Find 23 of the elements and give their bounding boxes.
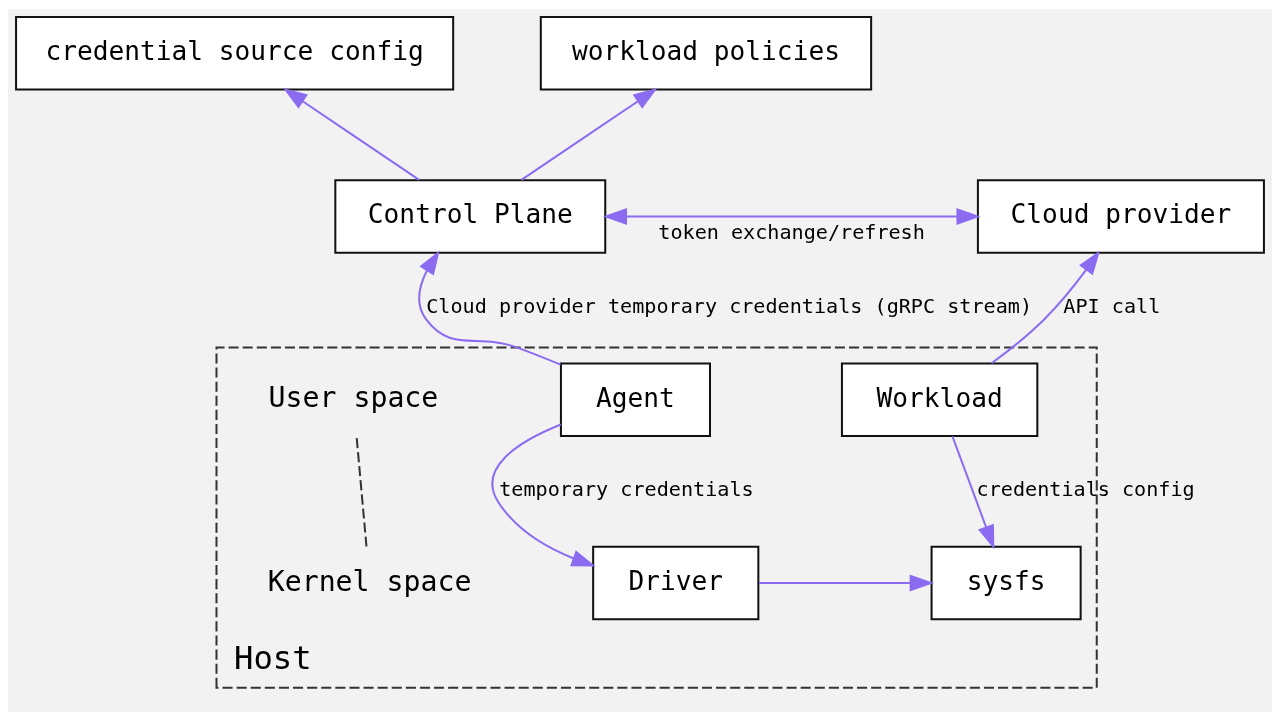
arrow	[951, 435, 995, 549]
node-box: Workload	[840, 362, 1039, 437]
node-box: Control Plane	[334, 178, 607, 254]
edge-label: temporary credentials	[499, 476, 754, 501]
arrow	[520, 87, 658, 181]
node-box: Agent	[559, 362, 711, 437]
label: Kernel space	[267, 564, 472, 598]
node-box: workload policies	[539, 15, 873, 91]
arrow	[990, 250, 1101, 364]
edge-label: API call	[1063, 293, 1161, 318]
node-box: Driver	[592, 545, 760, 620]
arrow	[491, 423, 596, 566]
arrow	[602, 207, 981, 225]
label: User space	[268, 380, 439, 414]
edge-label: token exchange/refresh	[658, 219, 925, 244]
node-box: credential source config	[15, 15, 455, 91]
edge-label: Cloud provider temporary credentials (gRPC stream)	[426, 293, 1033, 318]
node-box: Cloud provider	[976, 178, 1265, 254]
arrow	[418, 250, 561, 366]
edge-label: credentials config	[976, 476, 1195, 501]
arrow	[283, 87, 420, 181]
arrow	[759, 574, 934, 592]
node-box: sysfs	[930, 545, 1082, 620]
